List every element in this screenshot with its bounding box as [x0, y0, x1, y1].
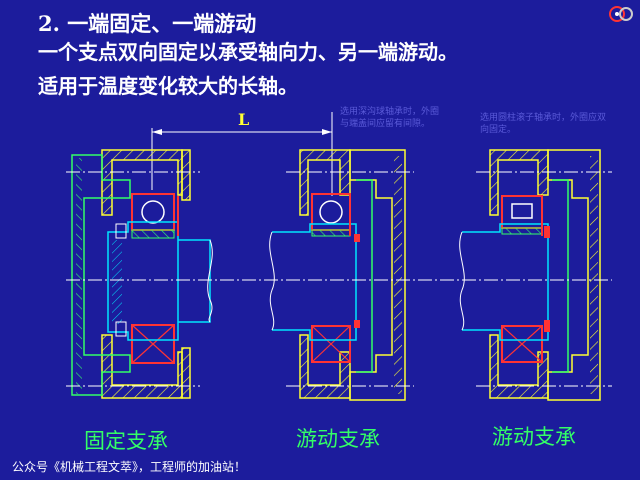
floating-support-drawing-1	[269, 149, 406, 401]
note-deep-groove-bearing: 选用深沟球轴承时，外圈与端盖间应留有间隙。	[340, 107, 440, 129]
gear-logo-icon	[609, 6, 633, 22]
description-line-2: 适用于温度变化较大的长轴。	[38, 74, 298, 98]
footer-text: 公众号《机械工程文萃》，工程师的加油站！	[12, 460, 247, 474]
note-cylindrical-roller-bearing: 选用圆柱滚子轴承时，外圈应双向固定。	[480, 113, 607, 135]
fixed-support-drawing	[71, 149, 213, 399]
caption-fixed-support: 固定支承	[84, 429, 168, 453]
caption-floating-support-1: 游动支承	[296, 427, 380, 451]
description-line-1: 一个支点双向固定以承受轴向力、另一端游动。	[38, 40, 458, 64]
centerlines	[66, 171, 612, 387]
floating-support-drawing-2	[459, 149, 601, 401]
dimension-label: L	[238, 110, 250, 129]
slide-heading: 2. 一端固定、一端游动	[38, 11, 257, 36]
caption-floating-support-2: 游动支承	[492, 425, 576, 449]
